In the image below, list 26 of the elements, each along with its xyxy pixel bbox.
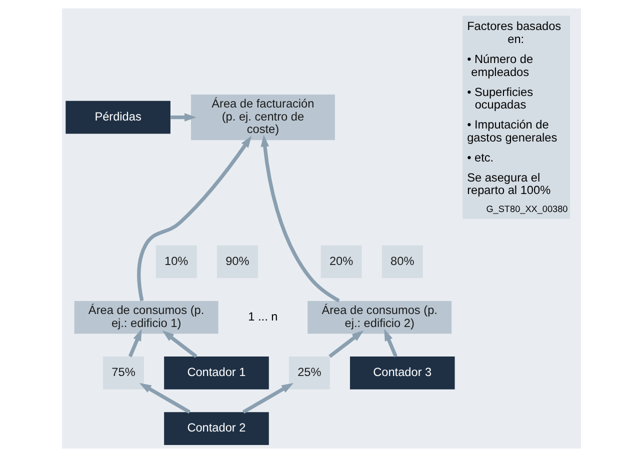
label: Factores basados en:: [467, 19, 562, 46]
arrow: [328, 330, 364, 358]
label: • etc.: [467, 150, 494, 164]
node-box: Área de facturación (p. ej. centro de coste): [190, 94, 335, 140]
node-box: Contador 2: [164, 412, 269, 445]
label: G_ST80_XX_00380: [486, 204, 568, 214]
node-box: Contador 1: [164, 356, 269, 390]
arrow: [162, 330, 198, 358]
node-box: 25%: [288, 356, 330, 390]
label: • Número de empleados: [467, 52, 534, 79]
arrow: [384, 328, 398, 358]
node-box: Área de consumos (p. ej.: edificio 1): [74, 300, 218, 334]
arrow: [137, 136, 252, 302]
node-box: Pérdidas: [66, 100, 170, 134]
arrow: [242, 383, 294, 414]
label: 1 ... n: [248, 309, 278, 324]
node-box: 75%: [103, 356, 144, 390]
label: • Imputación de gastos generales: [467, 118, 558, 144]
arrow: [170, 113, 196, 122]
arrow: [260, 134, 340, 302]
label: Se asegura el reparto al 100%: [467, 170, 551, 198]
arrow: [128, 328, 142, 358]
node-box: Área de consumos (p. ej.: edificio 2): [308, 300, 452, 334]
label: • Superficies ocupadas: [467, 84, 534, 112]
arrow: [139, 383, 190, 414]
node-box: Contador 3: [350, 356, 455, 390]
